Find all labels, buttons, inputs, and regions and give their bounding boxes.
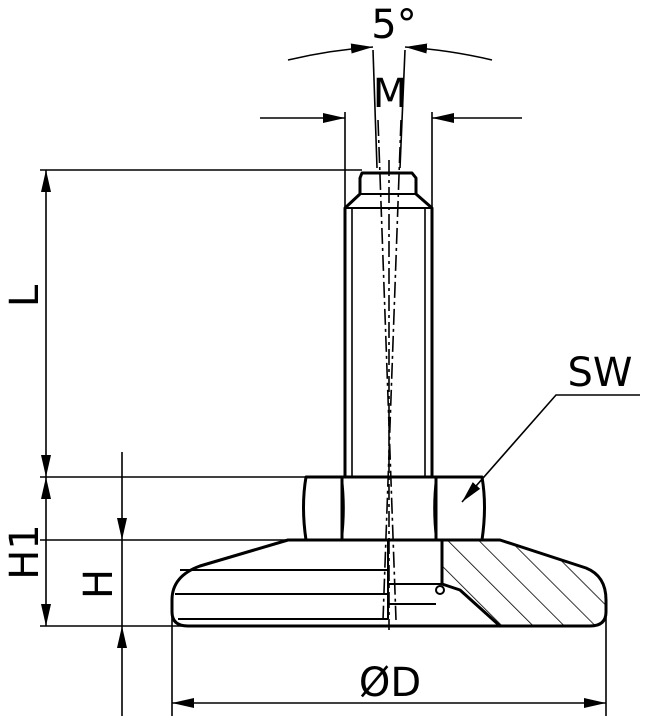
stud-thread-root-lines bbox=[351, 208, 426, 477]
angle-dim-right bbox=[404, 43, 493, 61]
base-outline bbox=[170, 538, 500, 628]
total-height-label: H1 bbox=[2, 524, 48, 580]
base-detail-lines bbox=[175, 540, 445, 620]
hex-nut bbox=[302, 475, 486, 542]
tilt-centerlines bbox=[377, 119, 402, 630]
thread-label: M bbox=[373, 71, 408, 117]
base-section-hatch bbox=[440, 538, 608, 628]
length-label: L bbox=[2, 284, 48, 307]
dimension-lines bbox=[41, 43, 640, 716]
wrench-size-label: SW bbox=[568, 350, 633, 396]
diameter-label: ØD bbox=[359, 660, 421, 706]
base-plate bbox=[170, 538, 608, 628]
angle-label: 5° bbox=[371, 2, 416, 48]
angle-dim-left bbox=[287, 43, 374, 61]
wrench-leader bbox=[461, 394, 640, 503]
base-height-label: H bbox=[76, 569, 122, 599]
